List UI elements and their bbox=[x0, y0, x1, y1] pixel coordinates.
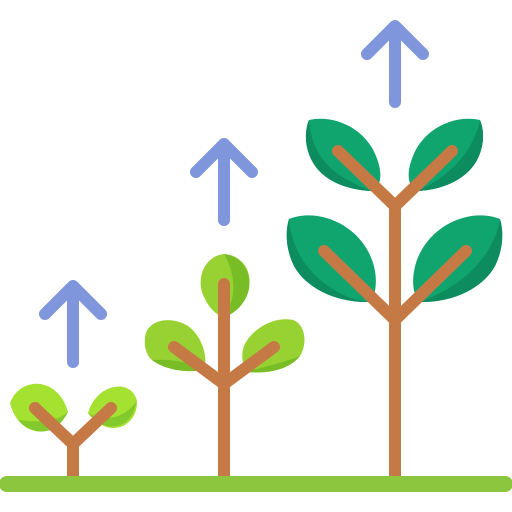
young-plant-icon bbox=[144, 254, 305, 484]
up-arrow-icon-large bbox=[361, 20, 429, 108]
grown-plant-icon bbox=[286, 118, 503, 484]
sprout-icon bbox=[10, 383, 138, 484]
up-arrow-icon-small bbox=[39, 280, 107, 368]
up-arrow-icon-medium bbox=[190, 138, 258, 226]
